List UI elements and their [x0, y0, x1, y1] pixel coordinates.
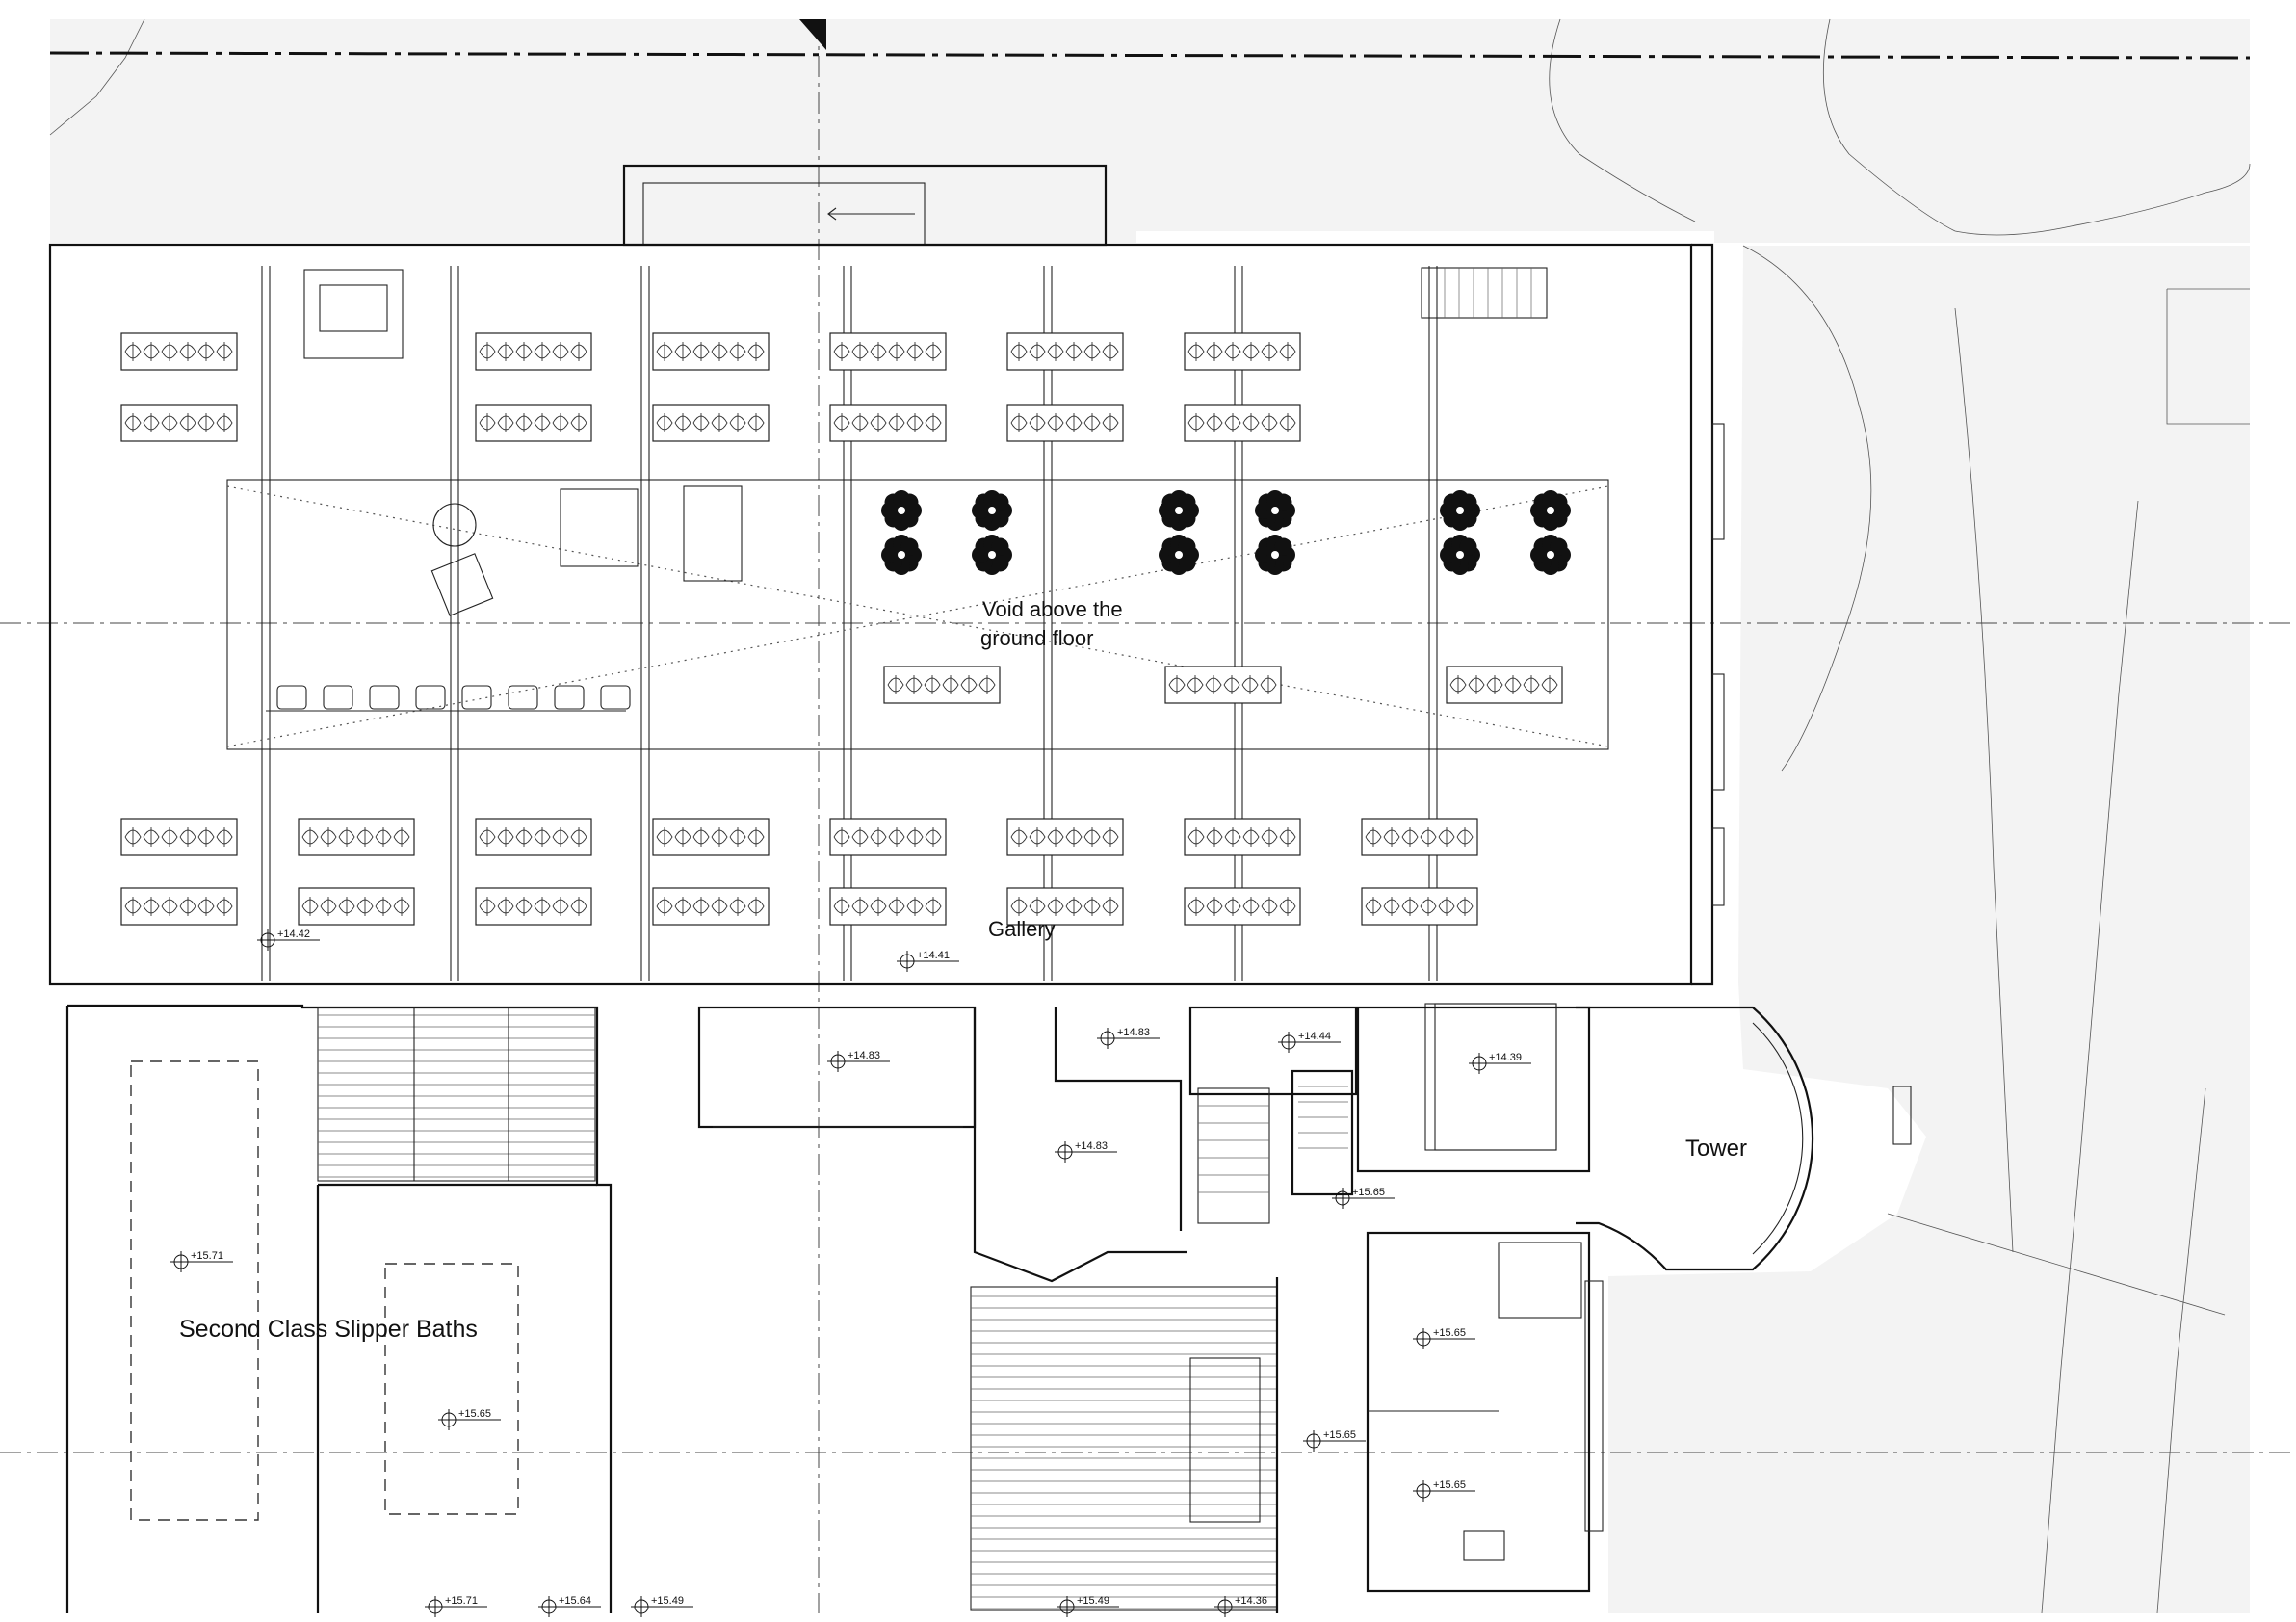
planter — [829, 818, 947, 856]
planter — [652, 404, 770, 442]
planter — [1361, 887, 1478, 926]
planter — [1006, 887, 1124, 926]
spot-level-marker: +14.41 — [897, 950, 959, 972]
chair — [369, 685, 400, 710]
tree — [1255, 535, 1295, 575]
planter — [1184, 332, 1301, 371]
chair — [461, 685, 492, 710]
second-class-slipper-baths-label: Second Class Slipper Baths — [179, 1316, 478, 1343]
spot-level-text: +15.71 — [445, 1595, 478, 1607]
chair — [276, 685, 307, 710]
tree — [1530, 490, 1571, 531]
planter — [475, 404, 592, 442]
spot-level-marker: +15.64 — [538, 1595, 601, 1617]
planter — [1006, 818, 1124, 856]
spot-level-marker: +14.44 — [1278, 1031, 1341, 1053]
tree — [1159, 535, 1199, 575]
planter — [1184, 404, 1301, 442]
tree — [1255, 490, 1295, 531]
spot-level-marker: +15.65 — [1413, 1479, 1475, 1502]
spot-level-text: +15.49 — [651, 1595, 684, 1607]
tree — [1440, 535, 1480, 575]
spot-level-text: +14.36 — [1235, 1595, 1267, 1607]
planter — [475, 818, 592, 856]
spot-level-marker: +14.83 — [1097, 1027, 1160, 1049]
spot-level-marker: +15.71 — [425, 1595, 487, 1617]
spot-level-text: +14.83 — [1075, 1140, 1108, 1152]
spot-level-marker: +15.49 — [631, 1595, 693, 1617]
planter — [1446, 666, 1563, 704]
landscape — [49, 18, 2251, 1614]
planter — [883, 666, 1001, 704]
planter — [829, 332, 947, 371]
tree — [972, 490, 1012, 531]
spot-level-text: +15.65 — [458, 1408, 491, 1420]
spot-level-text: +14.39 — [1489, 1052, 1522, 1063]
chair — [600, 685, 631, 710]
tree — [1530, 535, 1571, 575]
spot-level-text: +14.83 — [848, 1050, 880, 1061]
spot-level-marker: +14.83 — [1055, 1140, 1117, 1163]
planter — [475, 887, 592, 926]
void-label-line-1: Void above the — [982, 597, 1123, 621]
planter — [829, 404, 947, 442]
spot-level-text: +14.44 — [1298, 1031, 1331, 1042]
spot-level-marker: +14.36 — [1214, 1595, 1277, 1617]
spot-level-marker: +15.65 — [1332, 1187, 1395, 1209]
planter — [1184, 818, 1301, 856]
tower-label: Tower — [1685, 1136, 1747, 1162]
gallery-label: Gallery — [988, 917, 1056, 941]
spot-level-text: +15.64 — [559, 1595, 591, 1607]
level-markers: +14.42 +14.41 +14.83 +14.83 +14.83 +14.44 +14.… — [170, 929, 1531, 1617]
chair — [554, 685, 585, 710]
planter — [1006, 332, 1124, 371]
planter — [298, 887, 415, 926]
room-labels: Void above the ground floor Gallery Towe… — [179, 597, 1747, 1343]
planter — [652, 818, 770, 856]
planter — [1006, 404, 1124, 442]
void-label-line-2: ground floor — [980, 626, 1093, 650]
spot-level-text: +14.83 — [1117, 1027, 1150, 1038]
tree — [881, 535, 922, 575]
lower-building — [65, 1003, 1604, 1613]
planter — [120, 404, 238, 442]
tree — [1159, 490, 1199, 531]
planter — [120, 332, 238, 371]
planter — [652, 332, 770, 371]
planter — [1184, 887, 1301, 926]
spot-level-text: +15.65 — [1433, 1479, 1466, 1491]
spot-level-text: +14.42 — [277, 929, 310, 940]
chair — [415, 685, 446, 710]
planter — [120, 818, 238, 856]
chair — [508, 685, 538, 710]
planter — [652, 887, 770, 926]
chair — [323, 685, 353, 710]
spot-level-marker: +15.71 — [170, 1250, 233, 1272]
planter — [1164, 666, 1282, 704]
spot-level-text: +14.41 — [917, 950, 950, 961]
spot-level-marker: +14.42 — [257, 929, 320, 951]
planter — [298, 818, 415, 856]
planter — [120, 887, 238, 926]
spot-level-marker: +14.39 — [1469, 1052, 1531, 1074]
spot-level-marker: +15.65 — [1413, 1327, 1475, 1349]
tree — [972, 535, 1012, 575]
spot-level-text: +15.65 — [1352, 1187, 1385, 1198]
spot-level-marker: +15.65 — [1303, 1429, 1366, 1452]
spot-level-marker: +15.65 — [438, 1408, 501, 1430]
spot-level-text: +15.71 — [191, 1250, 223, 1262]
planter — [475, 332, 592, 371]
gallery-block — [48, 243, 1725, 986]
spot-level-marker: +15.49 — [1057, 1595, 1119, 1617]
spot-level-text: +15.65 — [1323, 1429, 1356, 1441]
spot-level-text: +15.65 — [1433, 1327, 1466, 1339]
spot-level-text: +15.49 — [1077, 1595, 1109, 1607]
planter — [1361, 818, 1478, 856]
planter — [829, 887, 947, 926]
site-boundary — [0, 19, 2296, 1613]
spot-level-marker: +14.83 — [827, 1050, 890, 1072]
tree — [1440, 490, 1480, 531]
tree — [881, 490, 922, 531]
